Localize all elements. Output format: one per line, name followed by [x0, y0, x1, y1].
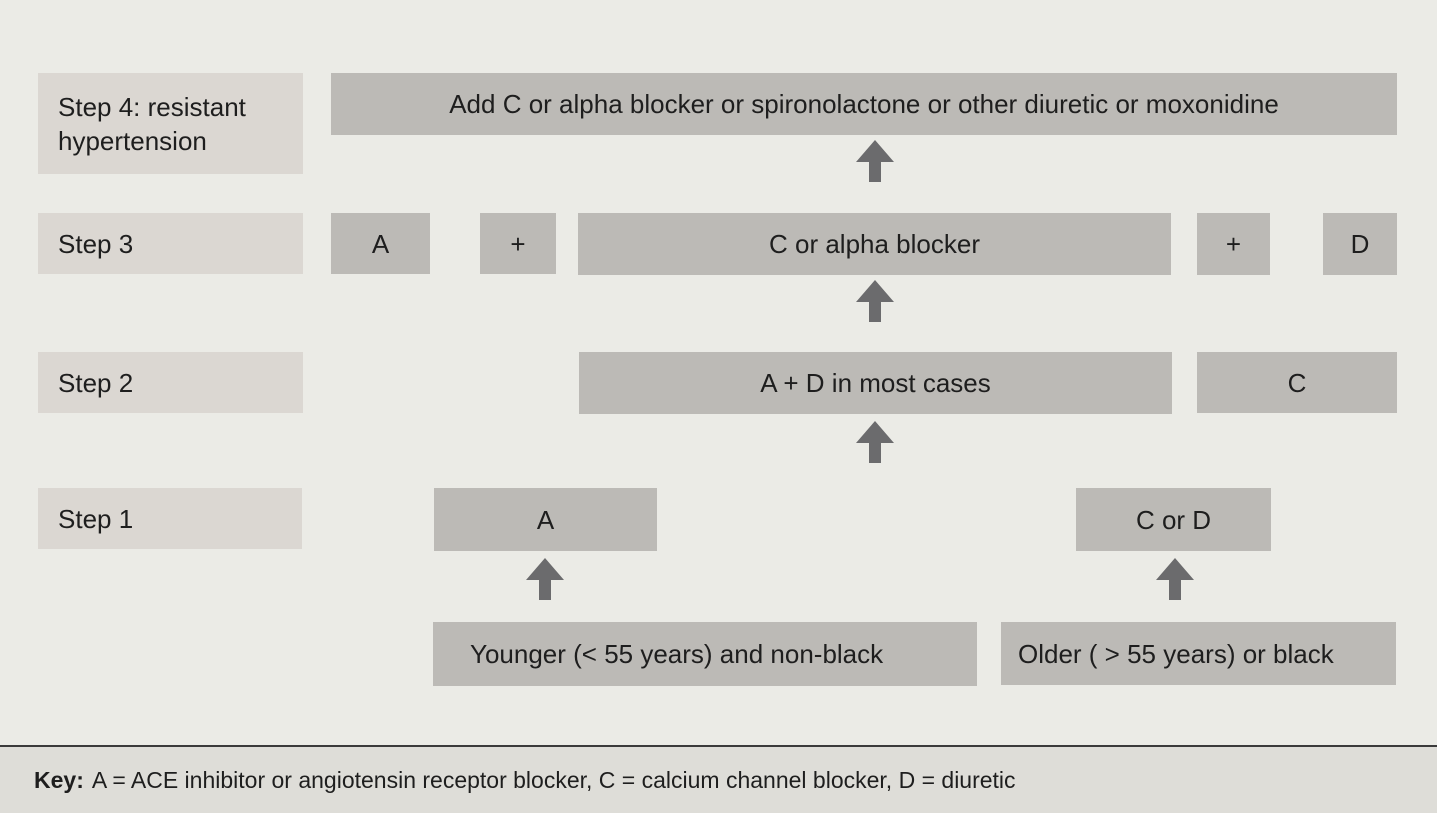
- arrow-up-icon: [856, 140, 894, 182]
- step3-middle-text: C or alpha blocker: [769, 229, 980, 259]
- step3-a-text: A: [371, 228, 390, 259]
- step3-middle-box: C or alpha blocker: [578, 213, 1171, 275]
- step3-plus-left-text: +: [510, 228, 526, 259]
- step2-main-text: A + D in most cases: [760, 368, 991, 398]
- older-group-box: Older ( > 55 years) or black: [1001, 622, 1396, 685]
- key-legend: Key: A = ACE inhibitor or angiotensin re…: [0, 745, 1437, 813]
- step1-a-box: A: [434, 488, 657, 551]
- step3-label-text: Step 3: [58, 228, 134, 259]
- step1-cd-box: C or D: [1076, 488, 1271, 551]
- key-text: A = ACE inhibitor or angiotensin recepto…: [91, 766, 1016, 793]
- arrow-up-icon: [1156, 558, 1194, 600]
- key-prefix: Key:: [34, 766, 84, 793]
- arrow-up-icon: [856, 280, 894, 322]
- older-group-text: Older ( > 55 years) or black: [1018, 638, 1334, 669]
- step4-label: Step 4: resistant hypertension: [38, 73, 303, 174]
- step1-label-text: Step 1: [58, 503, 134, 534]
- younger-group-text: Younger (< 55 years) and non-black: [470, 639, 884, 669]
- step3-a-box: A: [331, 213, 430, 274]
- step2-label-text: Step 2: [58, 367, 134, 398]
- step4-box: Add C or alpha blocker or spironolactone…: [331, 73, 1397, 135]
- step1-label: Step 1: [38, 488, 302, 549]
- step3-plus-right-text: +: [1225, 229, 1242, 259]
- step2-c-box: C: [1197, 352, 1397, 413]
- younger-group-box: Younger (< 55 years) and non-black: [433, 622, 977, 686]
- step4-label-text: Step 4: resistant hypertension: [58, 91, 246, 156]
- step2-label: Step 2: [38, 352, 303, 413]
- step3-label: Step 3: [38, 213, 303, 274]
- arrow-up-icon: [856, 421, 894, 463]
- step4-box-text: Add C or alpha blocker or spironolactone…: [449, 89, 1279, 119]
- step3-plus-right-box: +: [1197, 213, 1270, 275]
- step2-c-text: C: [1287, 367, 1307, 398]
- step3-d-box: D: [1323, 213, 1397, 275]
- step3-plus-left-box: +: [480, 213, 556, 274]
- step3-d-text: D: [1350, 229, 1370, 259]
- step1-a-text: A: [536, 504, 555, 535]
- step2-main-box: A + D in most cases: [579, 352, 1172, 414]
- step1-cd-text: C or D: [1135, 504, 1212, 535]
- arrow-up-icon: [526, 558, 564, 600]
